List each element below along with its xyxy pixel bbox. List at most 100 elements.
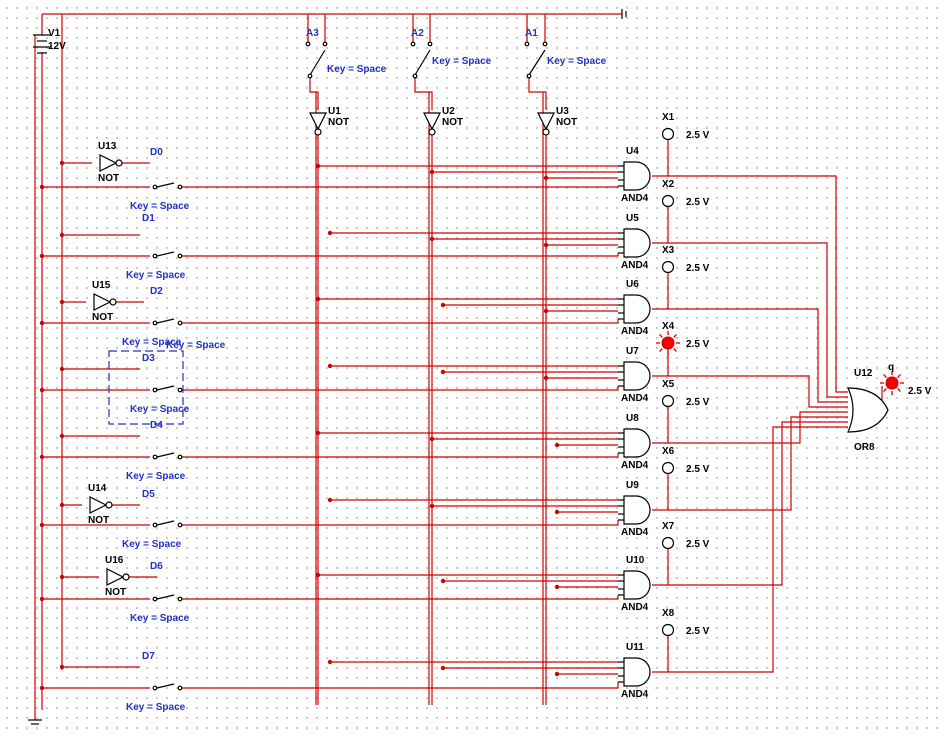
switch-blade[interactable]: [156, 251, 175, 257]
and-gate-ref: U5: [626, 213, 639, 224]
junction-dot: [39, 685, 45, 691]
probe-ray: [673, 348, 677, 352]
address-switch-ref: A1: [525, 28, 538, 39]
switch-blade[interactable]: [156, 385, 175, 391]
junction-dot: [59, 160, 65, 166]
and-gate-type: AND4: [621, 689, 649, 700]
junction-dot: [543, 242, 549, 248]
data-switch-key: Key = Space: [130, 404, 190, 415]
junction-dot: [327, 363, 333, 369]
data-to-gate-wire: [182, 386, 619, 391]
switch-contact: [526, 73, 532, 79]
switch-blade[interactable]: [156, 182, 175, 188]
data-to-gate-wire: [182, 520, 619, 526]
and-gate-type: AND4: [621, 602, 649, 613]
and-output-wire: [652, 416, 848, 511]
not-gate-bubble: [428, 128, 436, 136]
data-switch-key: Key = Space: [126, 702, 186, 713]
and-output-wire: [652, 308, 848, 403]
address-switch-blade[interactable]: [414, 49, 431, 76]
data-inverter-type: NOT: [88, 515, 109, 526]
or-gate-type: OR8: [854, 442, 875, 453]
battery-ref-label: V1: [48, 28, 61, 39]
data-input-ref: D2: [150, 286, 163, 297]
switch-contact: [542, 41, 548, 47]
data-to-gate-wire: [182, 682, 619, 689]
selection-box: [108, 350, 184, 425]
probe-ref: X3: [662, 245, 675, 256]
switch-blade[interactable]: [156, 683, 175, 689]
inverter-ref: U1: [328, 106, 341, 117]
not-gate-icon: [423, 112, 441, 131]
and-output-wire: [652, 375, 848, 408]
probe-value: 2.5 V: [686, 464, 710, 475]
not-gate-bubble: [542, 128, 550, 136]
switch-contact: [427, 41, 433, 47]
junction-dot: [429, 436, 435, 442]
data-input-ref: D0: [150, 147, 163, 158]
junction-dot: [440, 578, 446, 584]
data-inverter-ref: U13: [98, 141, 117, 152]
inverter-type: NOT: [442, 117, 463, 128]
switch-blade[interactable]: [156, 452, 175, 458]
not-gate-icon: [93, 293, 112, 311]
switch-blade[interactable]: [156, 520, 175, 526]
probe-value: 2.5 V: [686, 130, 710, 141]
address-switch-blade[interactable]: [528, 49, 546, 76]
output-probe-ref: q: [888, 362, 894, 373]
and-output-wire: [652, 175, 848, 393]
output-probe-value: 2.5 V: [908, 386, 932, 397]
and-gate-type: AND4: [621, 326, 649, 337]
and-gate-ref: U9: [626, 480, 639, 491]
and-gate-type: AND4: [621, 527, 649, 538]
address-switch-blade[interactable]: [309, 49, 326, 76]
not-gate-bubble: [122, 573, 130, 581]
probe-ref: X5: [662, 379, 675, 390]
switch-blade[interactable]: [156, 594, 175, 600]
switch-contact: [152, 253, 158, 259]
probe-value: 2.5 V: [686, 339, 710, 350]
probe-lamp-icon: [661, 127, 675, 141]
wire: [414, 78, 433, 110]
probe-value: 2.5 V: [686, 397, 710, 408]
and-gate-ref: U10: [626, 555, 645, 566]
data-inverter-ref: U15: [92, 280, 111, 291]
switch-contact: [177, 320, 183, 326]
junction-dot: [554, 671, 560, 677]
address-switch-ref: A3: [306, 28, 319, 39]
probe-lamp-icon: [661, 623, 675, 637]
switch-contact: [305, 41, 311, 47]
probe-value: 2.5 V: [686, 539, 710, 550]
data-input-ref: D3: [142, 353, 155, 364]
and-output-wire: [652, 242, 848, 398]
data-inverter-ref: U14: [88, 483, 107, 494]
and-output-wire: [652, 426, 848, 673]
probe-ray: [659, 348, 663, 352]
not-gate-bubble: [109, 298, 117, 306]
probe-ray: [883, 388, 887, 392]
junction-dot: [39, 522, 45, 528]
switch-contact: [322, 41, 328, 47]
and-gate-type: AND4: [621, 260, 649, 271]
or-gate-icon: [847, 387, 889, 433]
data-to-gate-wire: [182, 319, 619, 324]
junction-dot: [429, 236, 435, 242]
junction-dot: [327, 659, 333, 665]
not-gate-bubble: [105, 501, 113, 509]
junction-dot: [59, 574, 65, 580]
switch-contact: [410, 41, 416, 47]
probe-lamp-icon: [661, 194, 675, 208]
switch-contact: [177, 253, 183, 259]
junction-dot: [554, 509, 560, 515]
and-gate-ref: U4: [626, 146, 639, 157]
switch-blade[interactable]: [156, 318, 175, 324]
switch-contact: [307, 73, 313, 79]
and-gate-icon: [623, 361, 651, 391]
probe-ray: [883, 374, 887, 378]
address-switch-key: Key = Space: [432, 56, 492, 67]
junction-dot: [543, 375, 549, 381]
wire: [309, 78, 319, 110]
switch-contact: [152, 522, 158, 528]
parts: [28, 9, 904, 725]
wire: [528, 78, 547, 110]
